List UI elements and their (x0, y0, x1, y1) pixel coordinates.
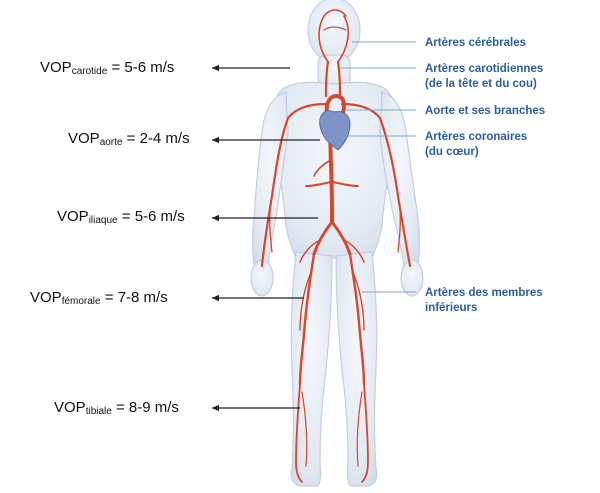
tibial-artery-right (361, 383, 369, 483)
arterial-tree (260, 9, 412, 483)
label-line: (du cœur) (425, 146, 479, 158)
label-line: inférieurs (425, 302, 478, 314)
internal-iliac-left (299, 239, 321, 263)
body-silhouette (250, 0, 424, 487)
internal-iliac-right (343, 239, 365, 263)
vop-subscript: aorte (99, 137, 123, 148)
vop-prefix: VOP (57, 208, 89, 225)
carotid-artery-right (336, 60, 342, 98)
label-aorta: Aorte et ses branches (425, 104, 545, 119)
vop-prefix: VOP (54, 399, 86, 416)
right-hand-shape (400, 259, 424, 297)
vop-carotid-label: VOPcarotide = 5-6 m/s (40, 59, 174, 81)
label-line: Artères coronaires (425, 131, 528, 143)
femoral-artery-left (298, 252, 316, 386)
vop-subscript: carotide (71, 66, 108, 77)
vop-subscript: fémorale (61, 296, 101, 307)
cerebral-artery-left (318, 9, 347, 63)
vop-value: = 5-6 m/s (121, 208, 185, 225)
iliac-artery-right (330, 220, 352, 256)
vop-femoral-label: VOPfémorale = 7-8 m/s (30, 289, 168, 311)
forearm-branch-left (269, 195, 273, 253)
vop-prefix: VOP (68, 130, 100, 147)
femoral-artery-right (348, 252, 366, 386)
peroneal-artery-right (356, 391, 363, 467)
label-coronary-arteries: Artères coronaires (du cœur) (425, 130, 527, 160)
right-leg-shape (335, 251, 378, 487)
vop-value: = 7-8 m/s (104, 289, 168, 306)
vop-value: = 5-6 m/s (111, 59, 175, 76)
pointer-arrows (212, 64, 320, 412)
tibial-artery-left (295, 383, 303, 483)
deep-femoral-left (299, 269, 313, 331)
label-carotid-arteries: Artères carotidiennes (de la tête et du … (425, 62, 543, 92)
cerebral-artery-branch (323, 26, 347, 31)
vop-value: = 2-4 m/s (126, 130, 190, 147)
aortic-arch (324, 94, 346, 120)
vop-prefix: VOP (30, 289, 62, 306)
label-line: (de la tête et du cou) (425, 78, 537, 90)
iliac-artery-left (312, 220, 334, 256)
cerebral-artery-right (337, 15, 350, 63)
vop-tibial-label: VOPtibiale = 8-9 m/s (54, 399, 179, 421)
label-line: Artères carotidiennes (425, 63, 544, 75)
forearm-branch-right (397, 195, 401, 253)
vop-prefix: VOP (40, 59, 72, 76)
label-line: Artères des membres (425, 287, 543, 299)
renal-branch-left (305, 181, 332, 187)
label-line: Artères cérébrales (425, 37, 527, 49)
torso-shape (272, 81, 396, 259)
renal-branch-right (332, 181, 359, 187)
leader-lines (340, 41, 416, 293)
left-arm-shape (251, 91, 289, 267)
label-cerebral-arteries: Artères cérébrales (425, 36, 526, 51)
peroneal-artery-left (301, 391, 308, 467)
vop-aorta-label: VOPaorte = 2-4 m/s (68, 130, 190, 152)
label-line: Aorte et ses branches (425, 105, 546, 117)
vop-iliac-label: VOPiliaque = 5-6 m/s (57, 208, 185, 230)
arm-artery-left (260, 102, 328, 268)
heart-shape (319, 110, 351, 151)
carotid-artery-left (324, 60, 330, 98)
mesenteric-branch (313, 159, 332, 177)
deep-femoral-right (351, 269, 365, 331)
label-lower-limb-arteries: Artères des membres inférieurs (425, 286, 543, 316)
vop-subscript: tibiale (85, 406, 112, 417)
vop-subscript: iliaque (88, 215, 118, 226)
arm-artery-right (340, 102, 412, 268)
vop-value: = 8-9 m/s (116, 399, 179, 416)
left-leg-shape (290, 251, 333, 487)
